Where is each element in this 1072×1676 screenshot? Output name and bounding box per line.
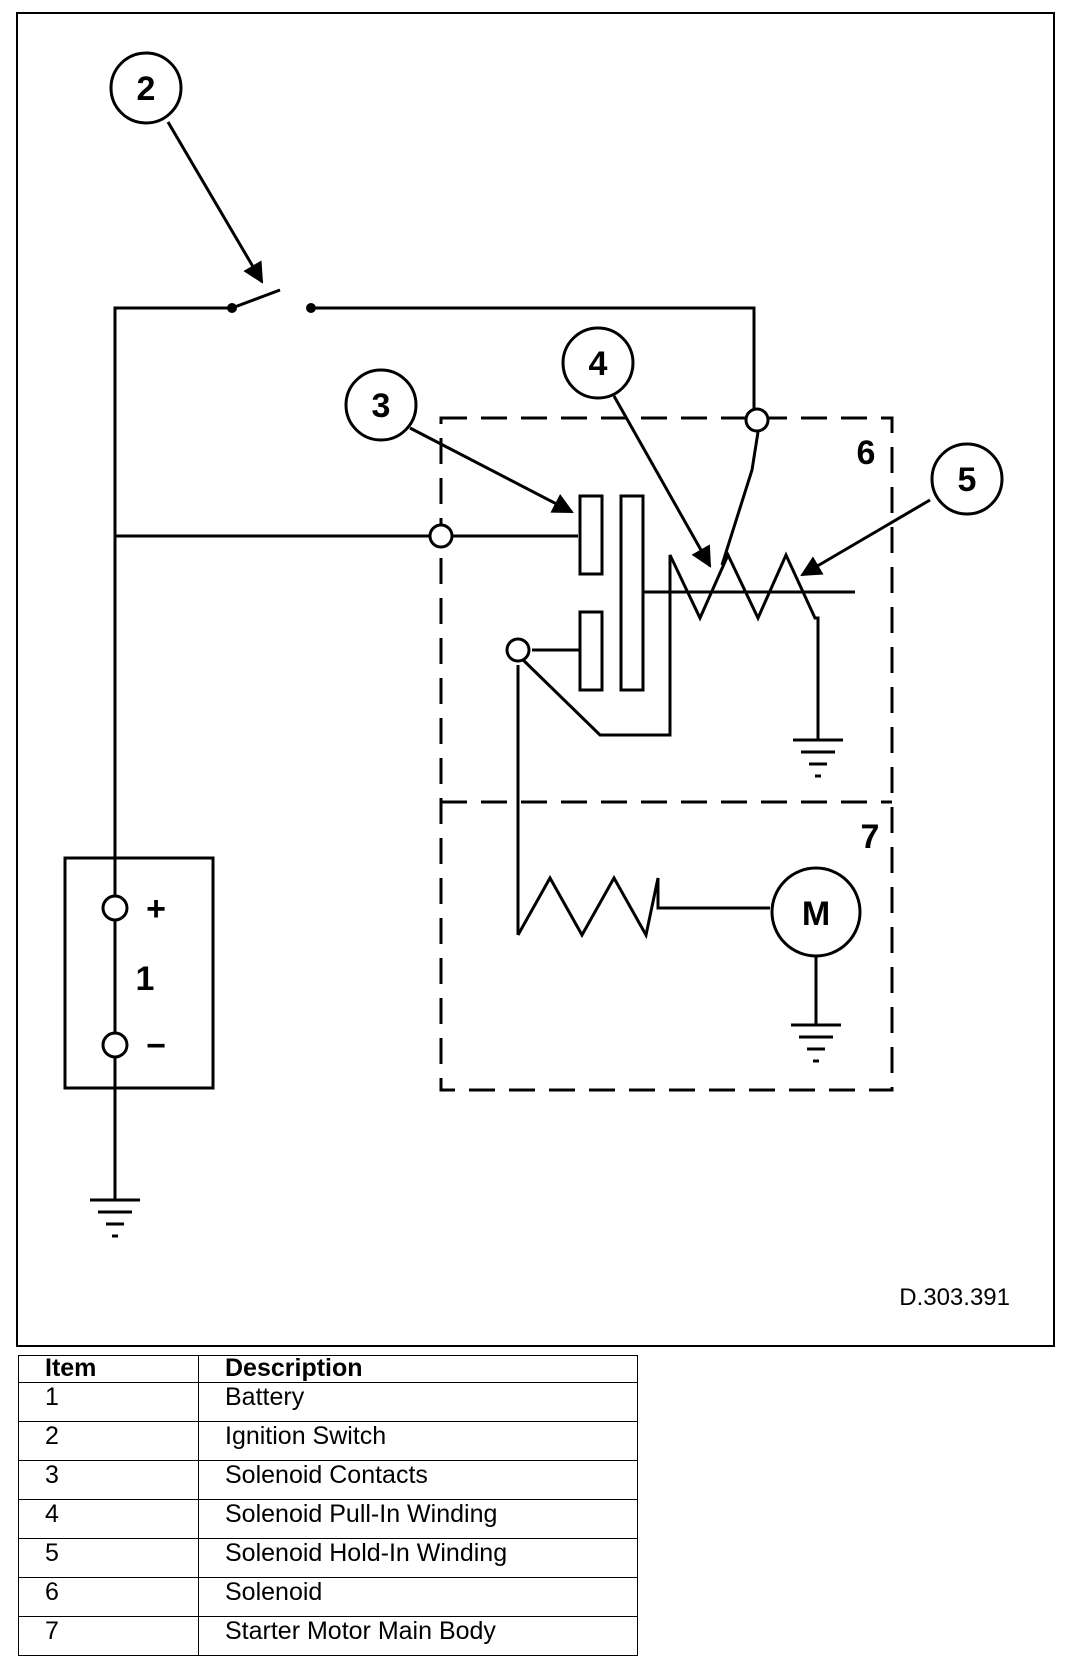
callout-6: 6: [857, 434, 876, 472]
ground-symbol-battery: [90, 1198, 140, 1238]
callout-7: 7: [861, 818, 880, 856]
moving-contact-plate: [619, 494, 645, 692]
callout-4: 4: [589, 345, 608, 383]
wire-top-right: [311, 306, 756, 410]
wire-switch-to-winding: [720, 431, 760, 566]
motor-terminal: [505, 637, 531, 663]
legend-item-number: 3: [18, 1460, 199, 1500]
legend-item-description: Solenoid: [198, 1577, 638, 1617]
callout-5: 5: [958, 461, 977, 499]
fixed-contact-upper: [578, 494, 604, 576]
wire-top-left: [113, 306, 232, 1100]
ground-symbol-solenoid: [793, 735, 843, 778]
legend-item-description: Ignition Switch: [198, 1421, 638, 1461]
leader-3: [409, 426, 574, 514]
battery-plus-terminal: [101, 894, 129, 922]
table-row: 3 Solenoid Contacts: [18, 1460, 638, 1500]
callout-circle-2: [109, 51, 183, 125]
legend-item-description: Solenoid Pull-In Winding: [198, 1499, 638, 1539]
battery-minus-label: −: [146, 1027, 166, 1065]
legend-item-number: 4: [18, 1499, 199, 1539]
pull-in-hold-in-winding: [668, 551, 820, 735]
legend-item-description: Starter Motor Main Body: [198, 1616, 638, 1656]
legend-table: Item Description 1 Battery 2 Ignition Sw…: [18, 1355, 638, 1656]
legend-header-row: Item Description: [18, 1355, 638, 1383]
legend-item-description: Solenoid Hold-In Winding: [198, 1538, 638, 1578]
battery-feed-terminal: [428, 523, 454, 549]
legend-item-number: 6: [18, 1577, 199, 1617]
field-winding: [516, 874, 770, 940]
reference-code: D.303.391: [899, 1284, 1010, 1311]
battery-box: [63, 856, 215, 1090]
solenoid-box: [439, 416, 894, 1092]
legend-item-number: 2: [18, 1421, 199, 1461]
callout-1: 1: [136, 960, 155, 998]
table-row: 1 Battery: [18, 1382, 638, 1422]
callout-circle-4: [561, 326, 635, 400]
leader-5: [800, 498, 931, 577]
legend-item-number: 5: [18, 1538, 199, 1578]
legend-header-item: Item: [18, 1355, 199, 1383]
callout-2: 2: [137, 70, 156, 108]
diagram-frame: [16, 12, 1055, 1347]
legend-item-description: Battery: [198, 1382, 638, 1422]
legend-item-description: Solenoid Contacts: [198, 1460, 638, 1500]
table-row: 5 Solenoid Hold-In Winding: [18, 1538, 638, 1578]
battery-minus-terminal: [101, 1031, 129, 1059]
table-row: 4 Solenoid Pull-In Winding: [18, 1499, 638, 1539]
callout-3: 3: [372, 387, 391, 425]
leader-2: [166, 121, 264, 284]
battery-plus-label: +: [146, 890, 166, 928]
winding-return-wire: [516, 615, 672, 737]
ignition-switch-contact: [231, 288, 281, 310]
table-row: 2 Ignition Switch: [18, 1421, 638, 1461]
table-row: 7 Starter Motor Main Body: [18, 1616, 638, 1656]
table-row: 6 Solenoid: [18, 1577, 638, 1617]
callout-circle-3: [344, 368, 418, 442]
legend-header-description: Description: [198, 1355, 638, 1383]
legend-item-number: 1: [18, 1382, 199, 1422]
leader-4: [612, 395, 712, 568]
callout-circle-5: [930, 442, 1004, 516]
motor-label: M: [802, 895, 830, 933]
fixed-contact-lower: [578, 610, 604, 692]
ground-symbol-motor: [791, 1023, 841, 1063]
switch-dot-left: [227, 303, 237, 313]
switch-terminal: [744, 407, 770, 433]
motor-symbol: [770, 866, 862, 958]
legend-item-number: 7: [18, 1616, 199, 1656]
switch-dot-right: [306, 303, 316, 313]
